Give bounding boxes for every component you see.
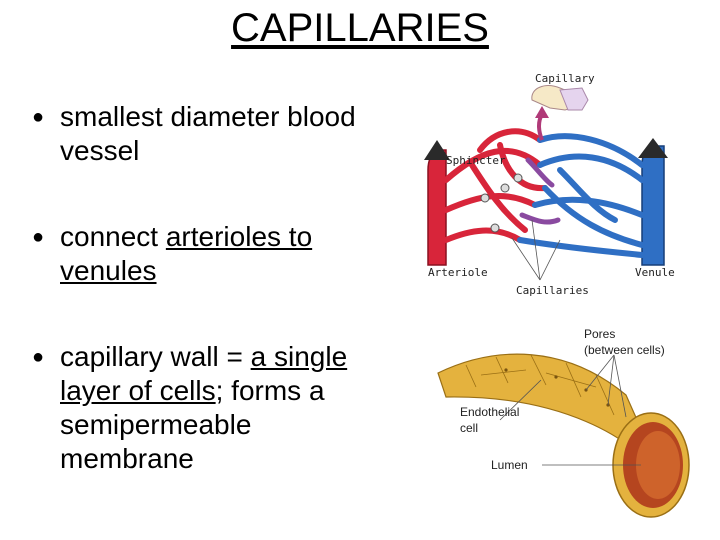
- capillary-bed-illustration: [424, 85, 668, 281]
- capillary-lumen-inner: [636, 431, 680, 499]
- label-endothelial: Endothelial: [460, 405, 520, 419]
- arteriole-vessel: [427, 149, 447, 266]
- pointer-lines: [499, 354, 641, 466]
- label-lumen: Lumen: [491, 458, 528, 472]
- endothelial-cell-borders: [465, 354, 615, 416]
- label-endothelial-cell: cell: [460, 421, 479, 435]
- bullet-item: ● smallest diameter blood vessel: [30, 100, 370, 168]
- venous-capillaries: [517, 133, 645, 258]
- label-venule: Venule: [635, 266, 675, 279]
- label-capillary: Capillary: [535, 72, 595, 85]
- bullet-dot-icon: ●: [32, 106, 45, 128]
- arteriole-flow-arrow: [424, 140, 450, 160]
- label-sphincter: Sphincter: [446, 154, 506, 167]
- zoom-arrow-head: [535, 106, 549, 118]
- venule-vessel: [641, 145, 665, 266]
- bullet-text-underlined: a single layer of cells: [60, 341, 348, 406]
- sphincter-rings: [480, 173, 523, 233]
- bullet-dot-icon: ●: [32, 346, 45, 368]
- bullet-text-underlined: arterioles to venules: [60, 221, 313, 286]
- slide-title: CAPILLARIES: [231, 6, 489, 50]
- capillary-wall-diagram: Pores (between cells) Endothelial cell L…: [436, 325, 706, 525]
- bullet-item: ● connect arterioles to venules: [30, 220, 370, 288]
- label-arteriole: Arteriole: [428, 266, 488, 279]
- capillary-inset-vein: [559, 87, 589, 111]
- capillaries-pointer-lines: [511, 219, 561, 281]
- bullet-text: smallest diameter blood vessel: [60, 101, 356, 166]
- label-pores: Pores: [584, 327, 616, 341]
- bullet-text: ; forms a semipermeable membrane: [60, 375, 325, 474]
- venule-flow-arrow: [638, 138, 668, 158]
- mixed-capillaries: [519, 157, 561, 225]
- capillary-wall-illustration: [437, 353, 690, 518]
- capillary-bed-diagram: Capillary Sphincter Arteriole Venule Cap…: [410, 70, 710, 300]
- bullet-text: connect: [60, 221, 166, 252]
- label-capillaries: Capillaries: [516, 284, 589, 297]
- bullet-item: ● capillary wall = a single layer of cel…: [30, 340, 370, 476]
- bullet-text: capillary wall =: [60, 341, 251, 372]
- label-pores-sub: (between cells): [584, 343, 665, 357]
- bullet-dot-icon: ●: [32, 226, 45, 248]
- arterial-capillaries: [443, 128, 548, 243]
